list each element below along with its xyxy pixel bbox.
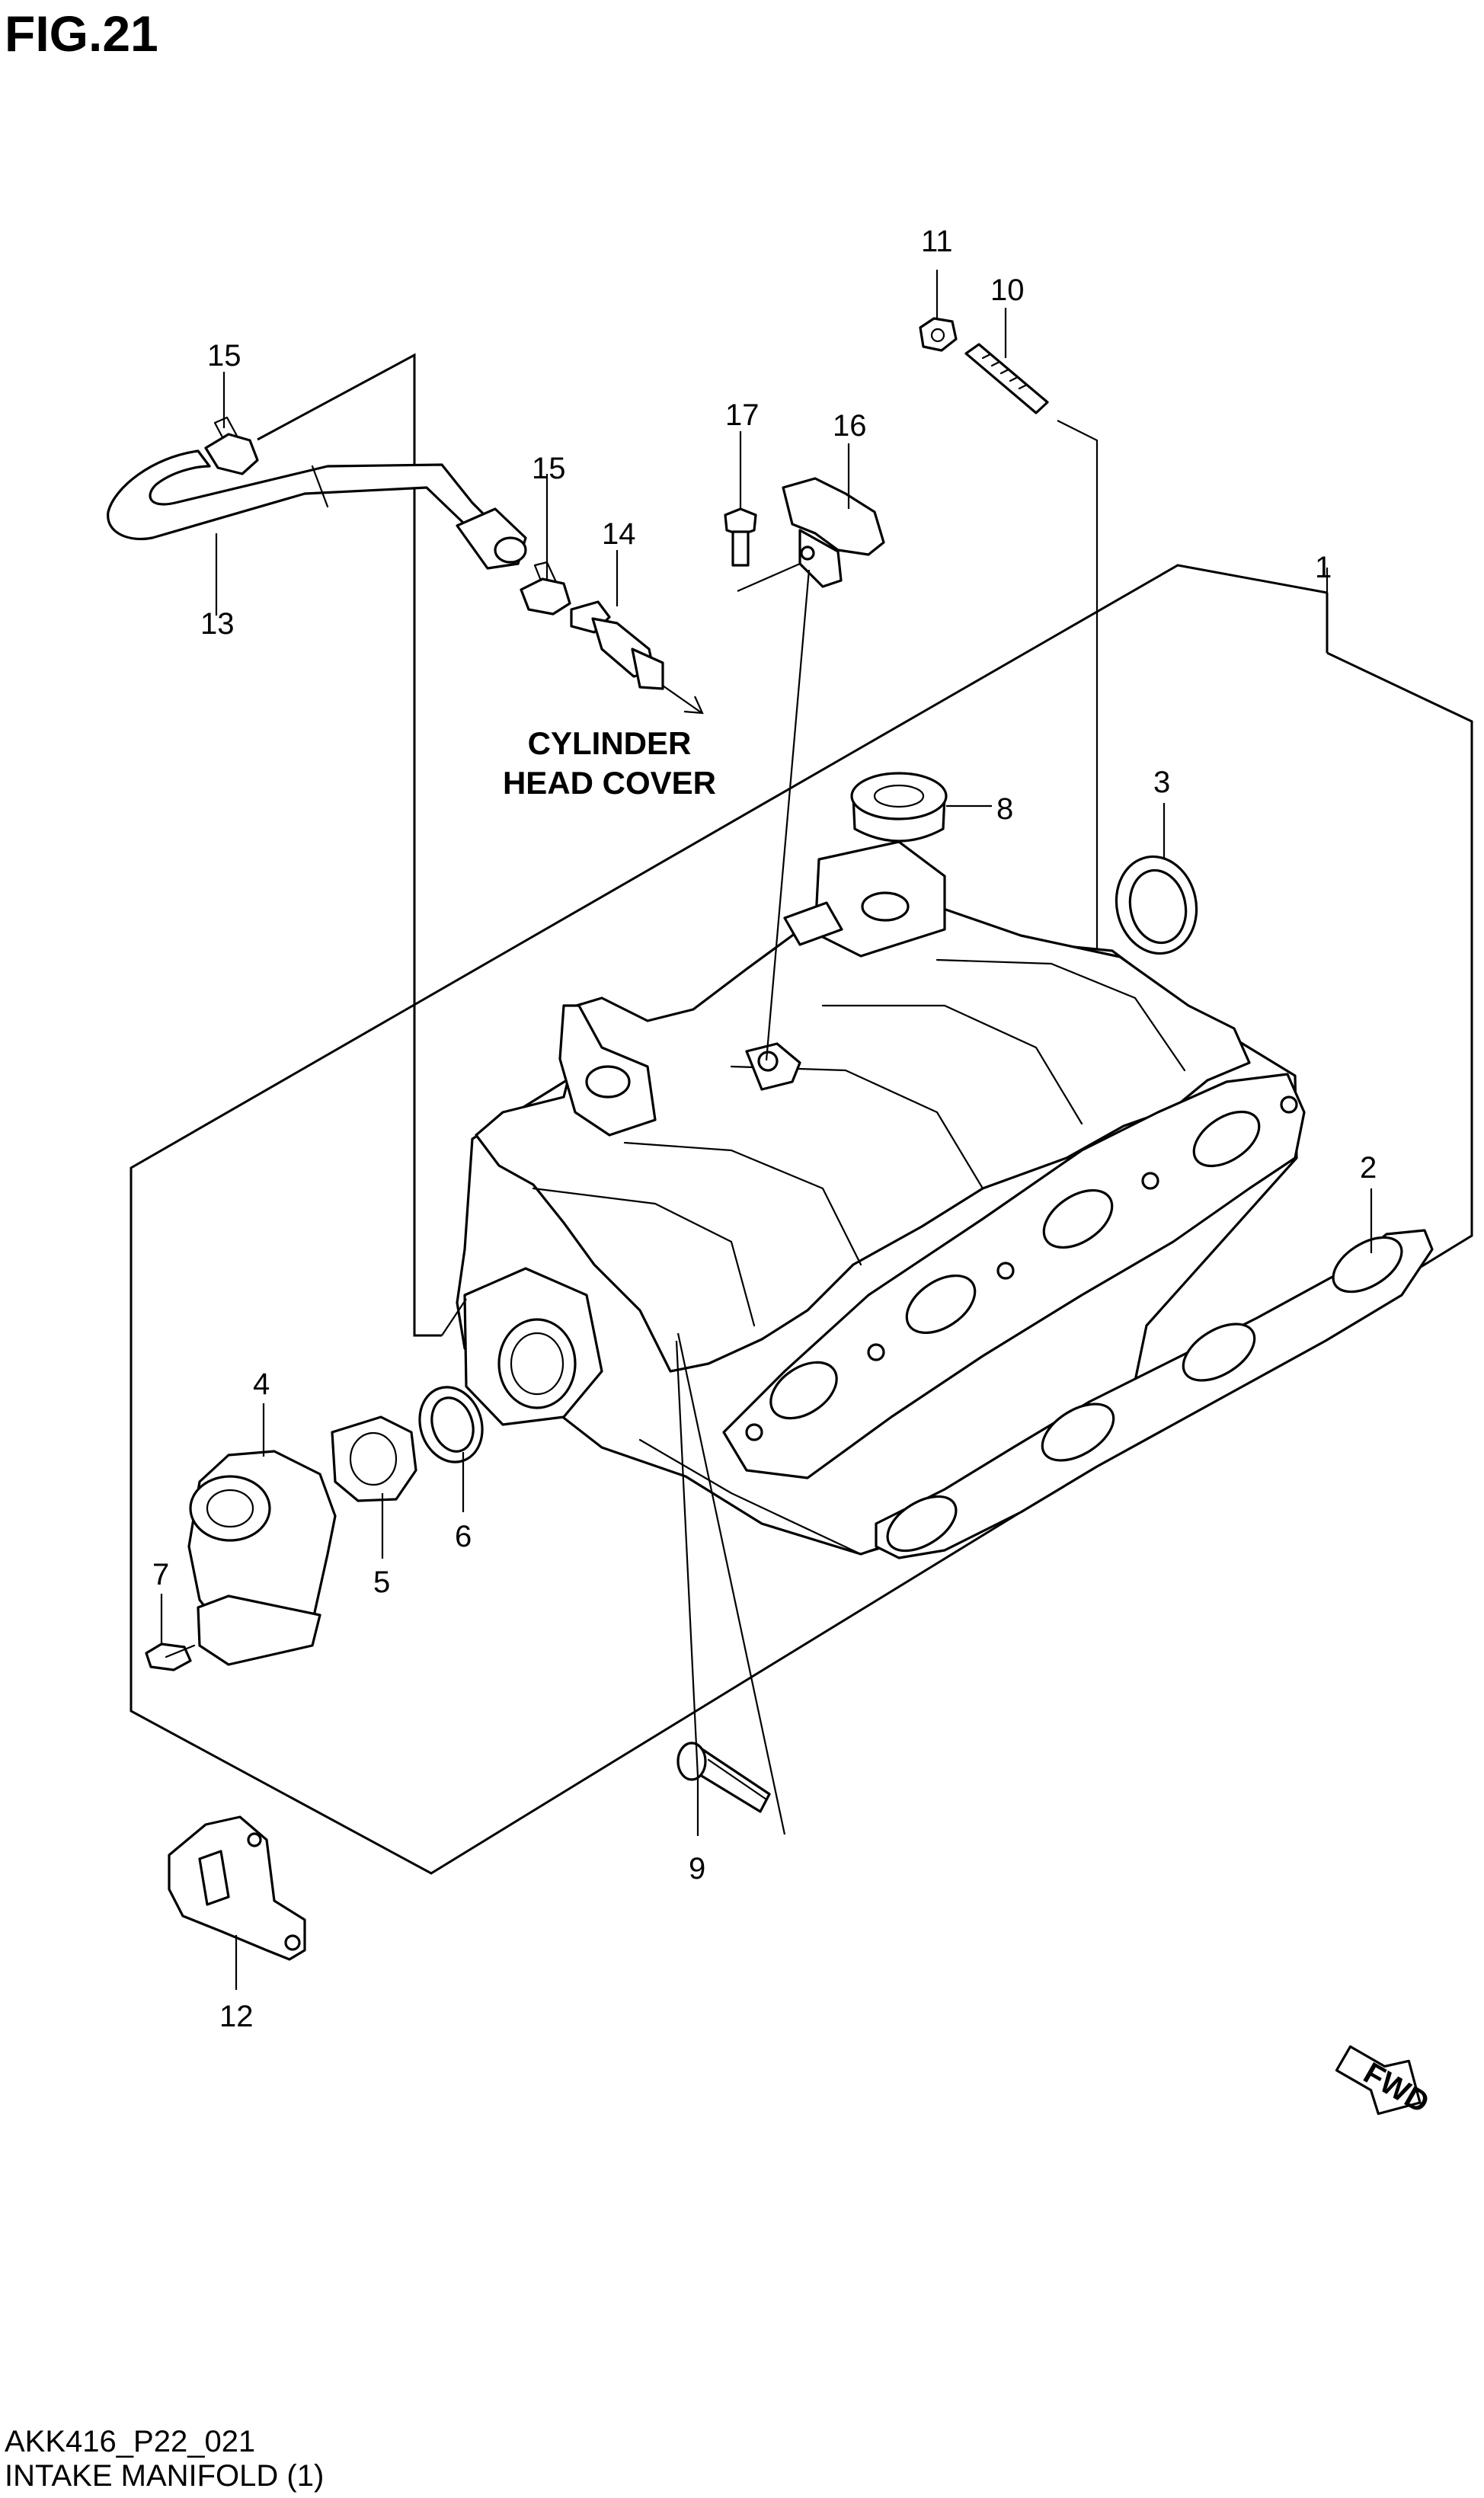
callout-14: 14 bbox=[602, 517, 636, 551]
callout-1: 1 bbox=[1315, 551, 1332, 584]
callout-11: 11 bbox=[921, 225, 953, 258]
note-cylinder: CYLINDER bbox=[527, 725, 692, 761]
callout-15b: 15 bbox=[532, 452, 566, 485]
figure-caption: INTAKE MANIFOLD (1) bbox=[5, 2459, 325, 2493]
bracket-12 bbox=[168, 1815, 306, 1961]
callout-13: 13 bbox=[200, 607, 235, 641]
bolt-7 bbox=[145, 1642, 196, 1671]
clamp-15b bbox=[520, 561, 571, 616]
callout-7: 7 bbox=[152, 1558, 169, 1591]
stud-leader-frame bbox=[1057, 420, 1099, 1111]
valve-14 bbox=[570, 600, 664, 690]
fwd-arrow-icon: FWD bbox=[1335, 2045, 1434, 2120]
assembly-frame bbox=[130, 564, 1473, 1875]
clamp-15a bbox=[204, 416, 259, 475]
callout-10: 10 bbox=[990, 273, 1025, 307]
callout-8: 8 bbox=[996, 792, 1013, 826]
callout-6: 6 bbox=[455, 1520, 472, 1553]
callout-5: 5 bbox=[373, 1566, 390, 1599]
leader-lines bbox=[160, 270, 1373, 1990]
intake-manifold bbox=[456, 840, 1306, 1556]
ring-6 bbox=[418, 1386, 484, 1463]
note-head-cover: HEAD COVER bbox=[502, 765, 717, 801]
gasket-2 bbox=[875, 1229, 1434, 1559]
bolt-17 bbox=[724, 507, 757, 567]
callout-16: 16 bbox=[833, 409, 867, 443]
bolt-9 bbox=[676, 1742, 771, 1813]
hose-13 bbox=[107, 449, 527, 570]
spacer-5 bbox=[331, 1415, 417, 1502]
callout-3: 3 bbox=[1153, 766, 1170, 799]
callout-numbers: 1 2 3 4 5 6 7 8 9 10 11 12 13 14 15 15 1… bbox=[152, 225, 1377, 2033]
nut-11 bbox=[919, 317, 958, 352]
sensor-16 bbox=[782, 477, 885, 588]
callout-2: 2 bbox=[1360, 1151, 1377, 1185]
callout-17: 17 bbox=[725, 398, 760, 432]
callout-12: 12 bbox=[219, 2000, 254, 2033]
hose-frame bbox=[257, 353, 442, 1337]
drawing-code: AKK416_P22_021 bbox=[5, 2425, 256, 2458]
figure-title: FIG.21 bbox=[5, 5, 158, 62]
callout-9: 9 bbox=[689, 1852, 705, 1885]
callout-4: 4 bbox=[253, 1367, 270, 1401]
throttle-body-4 bbox=[187, 1450, 337, 1666]
seal-ring-3 bbox=[1115, 855, 1198, 955]
stud-10 bbox=[964, 343, 1049, 414]
callout-15a: 15 bbox=[207, 339, 241, 373]
cap-8 bbox=[850, 772, 948, 843]
